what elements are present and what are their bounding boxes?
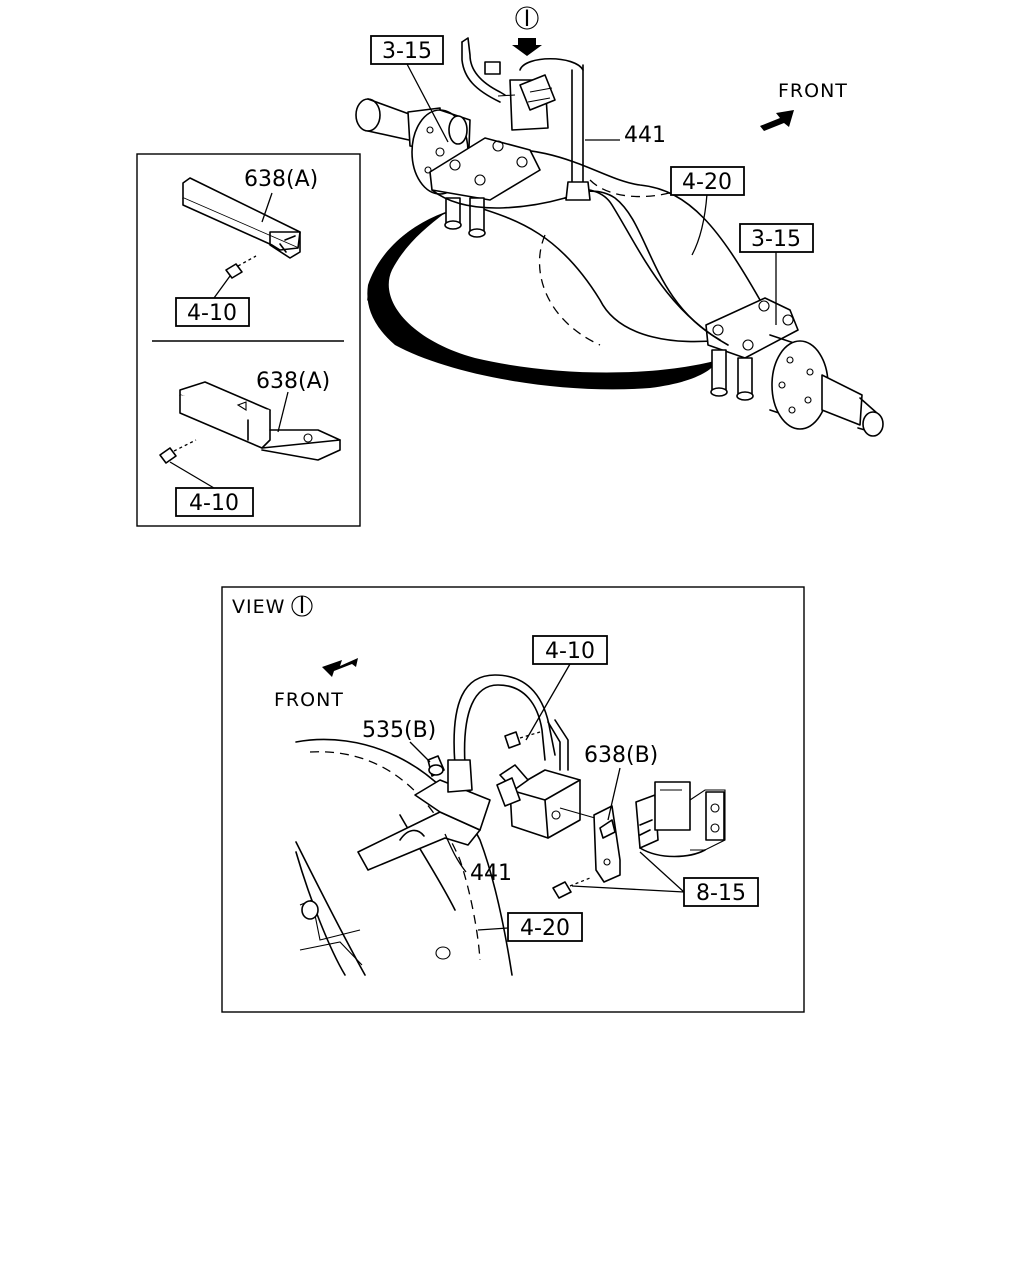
sensor-harness-441 (431, 57, 729, 346)
callout-4-20-view: 4-20 (520, 916, 570, 941)
callout-3-15-right: 3-15 (751, 227, 801, 252)
callout-4-10-upper: 4-10 (187, 301, 237, 326)
right-spring-seat (705, 297, 799, 401)
view-i-detail: VIEW I FRONT (221, 586, 805, 1013)
axle-housing-view (295, 738, 513, 976)
callout-535b: 535(B) (362, 718, 436, 743)
callout-441-top: 441 (624, 123, 666, 148)
rear-axle-assembly: I FRONT 3-15 441 4-20 3-15 (355, 6, 884, 437)
leader-638a-upper (261, 192, 273, 223)
leader-441-view (444, 833, 467, 873)
callout-8-15: 8-15 (696, 881, 746, 906)
right-spindle (769, 334, 884, 437)
harness-clip-bracket (357, 755, 491, 871)
sensor-bracket-top (461, 37, 556, 131)
callout-638a-upper: 638(A) (244, 167, 318, 192)
bracket-638b (552, 781, 726, 899)
callout-441-view: 441 (470, 861, 512, 886)
detail-inset-638a: 638(A) 4-10 638(A) 4-10 (136, 153, 361, 527)
leader-638b (607, 767, 621, 821)
leader-535b (409, 741, 431, 763)
leader-4-10-view (525, 663, 571, 741)
view-i-glyph: I (524, 7, 531, 32)
leader-4-20-view (477, 927, 509, 931)
front-arrow-top: FRONT (760, 80, 848, 131)
callout-3-15-left: 3-15 (382, 39, 432, 64)
callout-4-10-view: 4-10 (545, 639, 595, 664)
leader-3-15-left (406, 63, 449, 143)
callout-4-20-top: 4-20 (682, 170, 732, 195)
left-spring-seat (429, 137, 541, 238)
leader-8-15 (571, 851, 685, 893)
bracket-638a-lower (159, 381, 341, 489)
view-i-marker: I (512, 6, 542, 56)
view-label-marker: I (299, 594, 306, 619)
view-label: VIEW (232, 596, 285, 618)
front-label-view: FRONT (274, 689, 344, 711)
front-arrow-view (322, 658, 358, 677)
bracket-638a-upper (182, 177, 301, 299)
callout-638b: 638(B) (584, 743, 658, 768)
front-label-top: FRONT (778, 80, 848, 102)
axle-housing (367, 147, 761, 390)
leader-638a-lower (277, 391, 289, 433)
sensor-unit (496, 731, 596, 839)
callout-4-10-lower: 4-10 (189, 491, 239, 516)
callout-638a-lower: 638(A) (256, 369, 330, 394)
leader-4-20-top (691, 193, 708, 256)
